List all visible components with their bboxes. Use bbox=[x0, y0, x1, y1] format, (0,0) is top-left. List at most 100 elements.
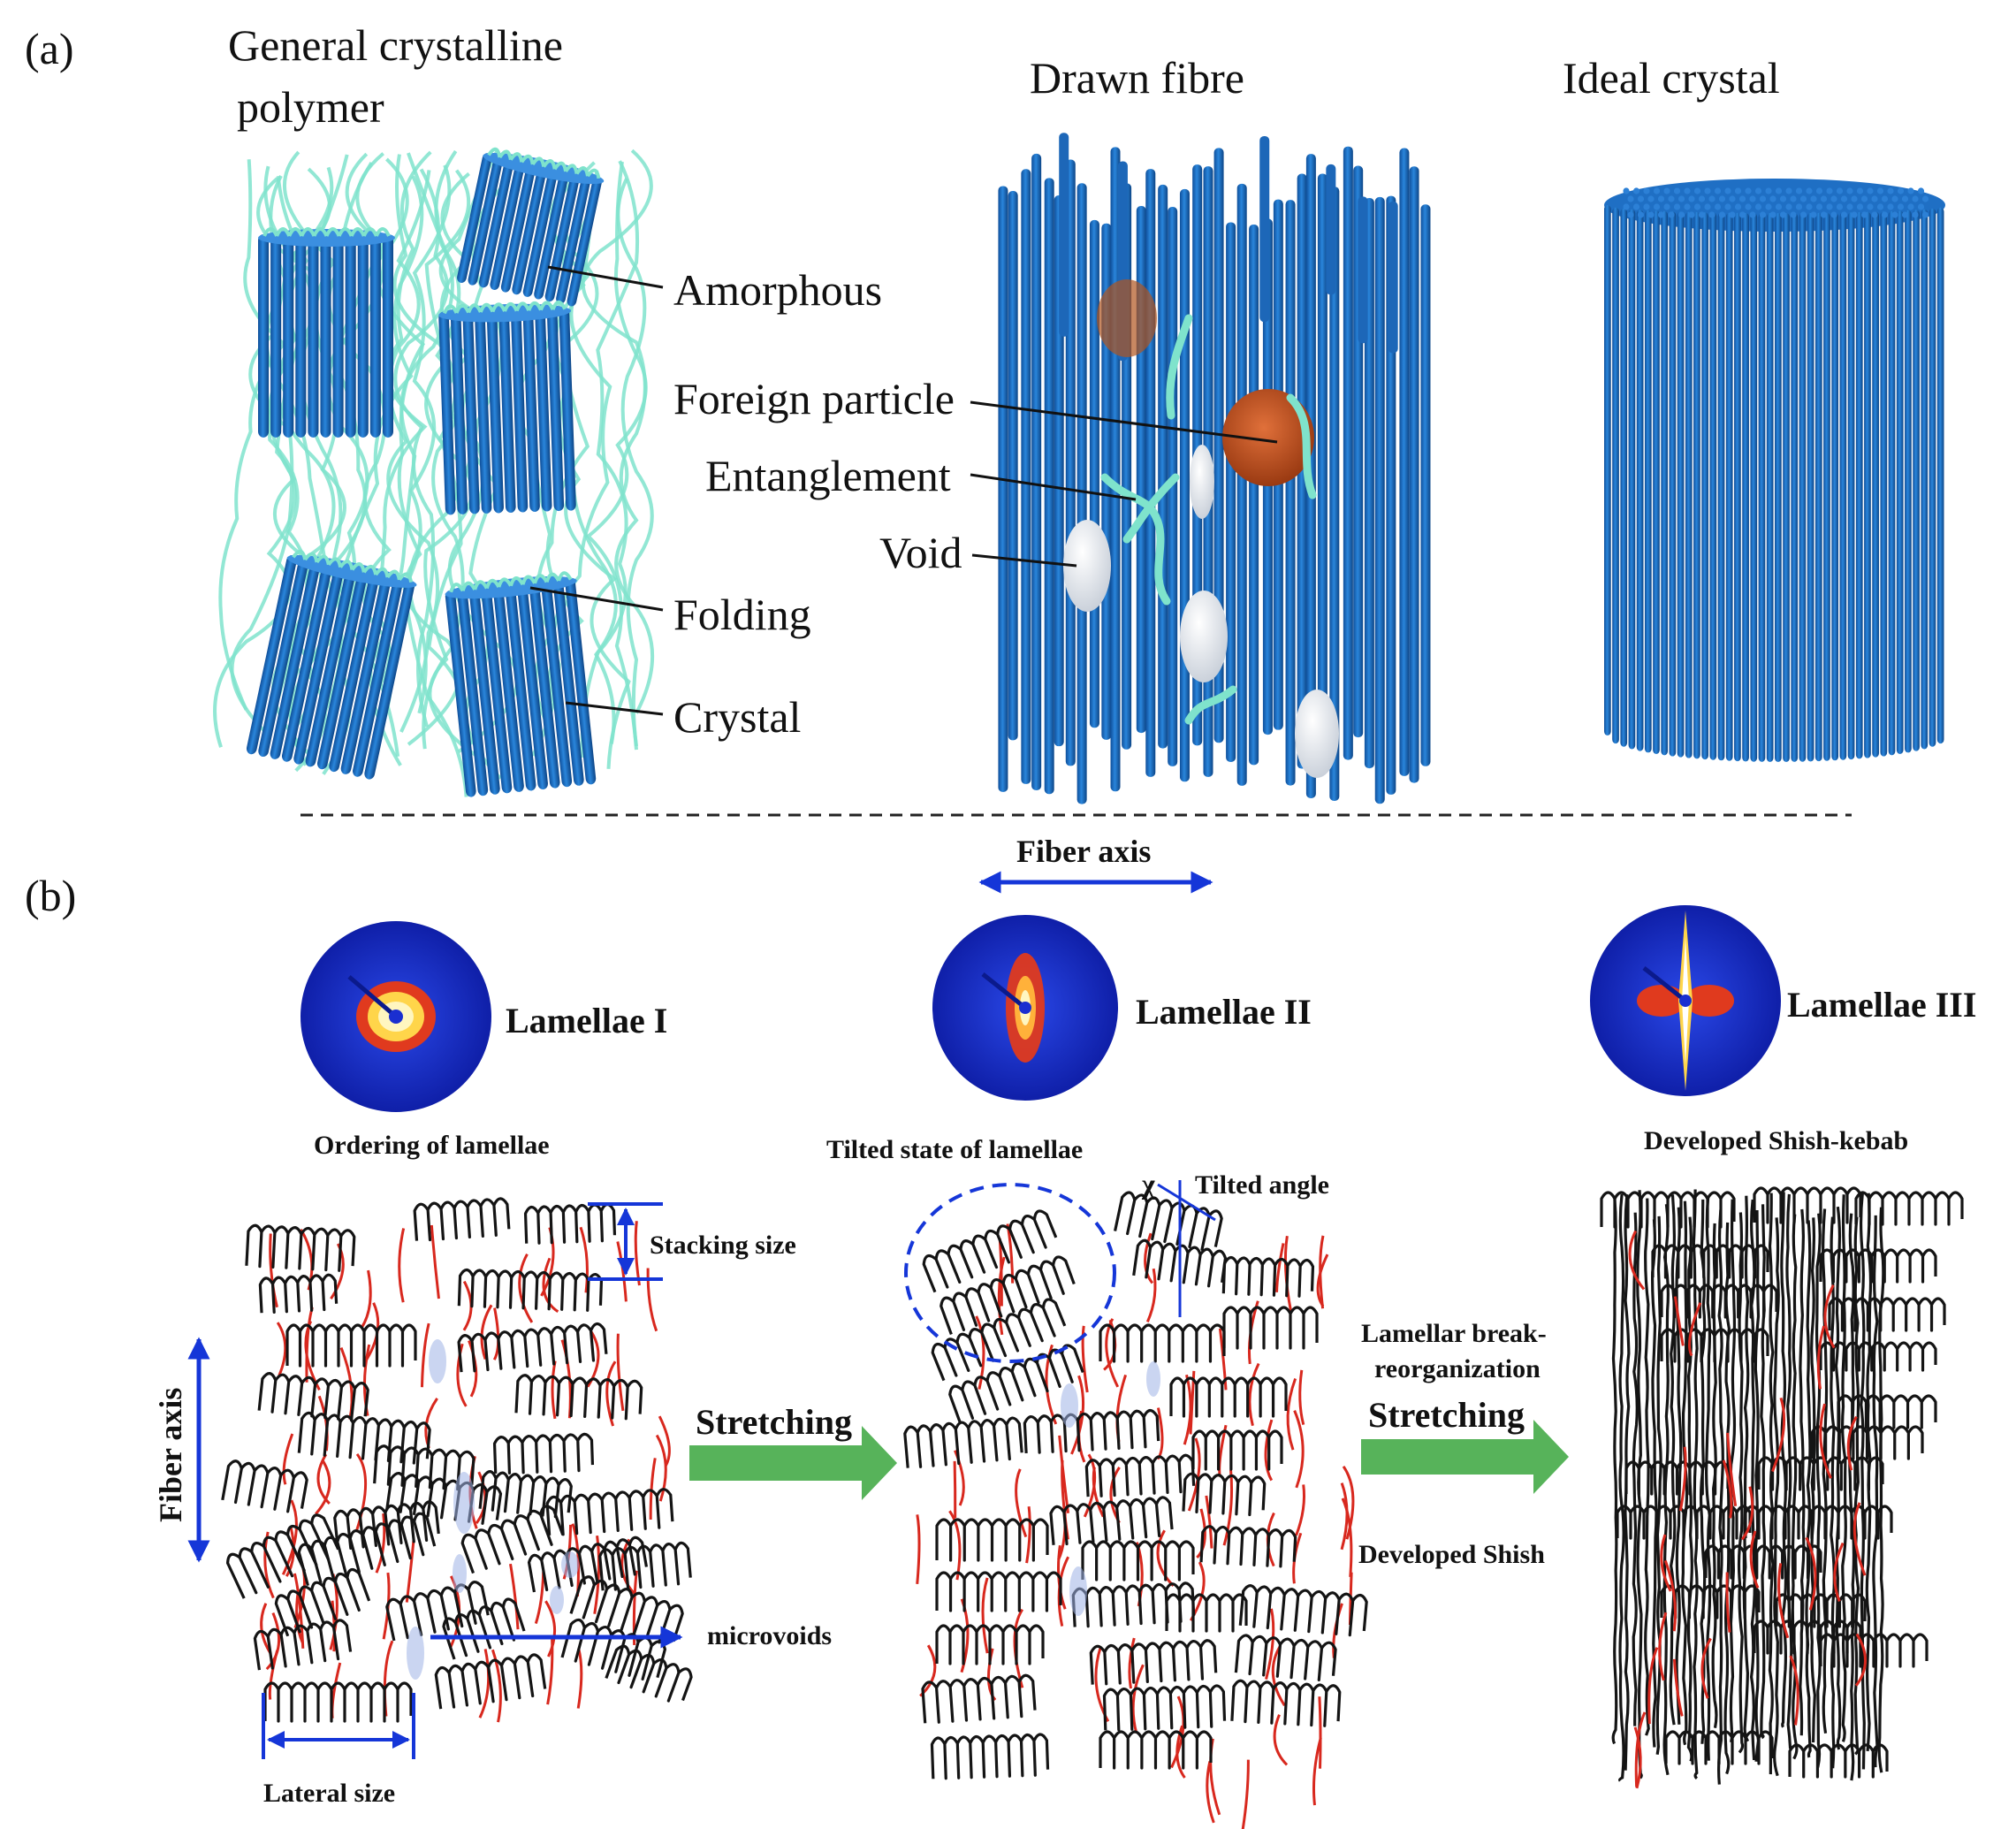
ideal-crystal-chain-end bbox=[1840, 195, 1848, 202]
ideal-crystal-chain-end bbox=[1826, 203, 1833, 210]
tie-chain bbox=[1332, 1603, 1343, 1658]
lamella bbox=[1660, 1584, 1761, 1619]
crystal-chain bbox=[481, 586, 513, 794]
tie-chain bbox=[1319, 1235, 1325, 1309]
ideal-crystal-chain-end bbox=[1688, 211, 1695, 218]
lamella-chain bbox=[514, 1374, 643, 1421]
callout-foreign-particle: Foreign particle bbox=[673, 374, 955, 423]
lamella bbox=[930, 1733, 1050, 1780]
lamella-chain bbox=[1099, 1730, 1213, 1770]
lamella-chain bbox=[1191, 1429, 1283, 1471]
tie-chain bbox=[1634, 1711, 1647, 1787]
ideal-crystal-chain-end bbox=[1820, 211, 1828, 218]
lamella bbox=[285, 1323, 417, 1368]
ideal-crystal-chain bbox=[1864, 211, 1871, 758]
crystal-chain bbox=[438, 311, 456, 515]
lamella bbox=[1089, 1639, 1218, 1686]
lamella bbox=[1230, 1679, 1342, 1727]
lamella bbox=[1788, 1743, 1889, 1779]
tie-chain bbox=[1647, 1647, 1659, 1725]
tie-chain bbox=[620, 1538, 636, 1596]
tie-chain bbox=[1805, 1536, 1817, 1611]
callout-line-entanglement bbox=[970, 473, 1137, 501]
ideal-crystal-chain-end bbox=[1657, 195, 1665, 202]
panel-b: (b) Fiber axis Lamellae I Ordering of la… bbox=[25, 834, 1976, 1829]
ideal-crystal-chain bbox=[1620, 208, 1628, 747]
lamella bbox=[253, 1619, 353, 1671]
ideal-crystal-chain-end bbox=[1729, 211, 1736, 218]
chain-fold bbox=[350, 562, 366, 573]
tie-chain bbox=[1678, 1446, 1687, 1512]
fibre-chain bbox=[1226, 222, 1236, 763]
model-title-drawn-fibre: Drawn fibre bbox=[1030, 53, 1244, 103]
shish-chain bbox=[1859, 1192, 1866, 1770]
ideal-crystal-chain-end bbox=[1708, 195, 1716, 202]
amorphous-chain bbox=[392, 154, 469, 749]
ideal-crystal-chain bbox=[1783, 212, 1790, 762]
ideal-crystal-chain-end bbox=[1684, 187, 1691, 194]
chain-fold bbox=[460, 581, 476, 591]
ideal-crystal-chain-end bbox=[1647, 211, 1655, 218]
lamella bbox=[560, 1618, 667, 1681]
lamella bbox=[1664, 1730, 1774, 1765]
crystal-chain bbox=[511, 309, 529, 513]
panel-a-tag: (a) bbox=[25, 24, 74, 73]
tie-chain bbox=[1189, 1370, 1196, 1435]
ideal-crystal-chain bbox=[1628, 209, 1636, 750]
amorphous-chain-fibre-3 bbox=[1184, 685, 1237, 725]
ideal-crystal-chain-end bbox=[1714, 187, 1722, 194]
crystal-chain bbox=[445, 590, 476, 797]
crystal-chain bbox=[369, 234, 381, 438]
tie-chain bbox=[1144, 1232, 1154, 1284]
crystal-chain bbox=[512, 164, 547, 295]
shish-chain bbox=[1632, 1212, 1639, 1726]
ideal-crystal-chain-end bbox=[1643, 187, 1650, 194]
tie-chain bbox=[1628, 1230, 1646, 1291]
ideal-crystal-chain bbox=[1880, 211, 1888, 757]
ideal-crystal-chain-end bbox=[1673, 187, 1681, 194]
ideal-crystal-chain-end bbox=[1856, 187, 1864, 194]
ideal-crystal-chain-end bbox=[1901, 211, 1909, 218]
lamella bbox=[921, 1673, 1037, 1724]
lamella-chain bbox=[931, 1298, 1067, 1382]
shish-chain bbox=[1692, 1189, 1699, 1780]
ideal-crystal-chain bbox=[1814, 212, 1822, 762]
tie-chain bbox=[1740, 1486, 1754, 1541]
lamella bbox=[297, 1512, 437, 1587]
crystal-chain bbox=[293, 565, 345, 765]
lamella bbox=[1837, 1394, 1937, 1429]
crystal-chain bbox=[258, 234, 270, 438]
ideal-crystal-chain-end bbox=[1765, 187, 1772, 194]
tie-chain bbox=[478, 1649, 491, 1718]
ideal-crystal-chain-end bbox=[1912, 211, 1919, 218]
lateral-size-label: Lateral size bbox=[263, 1779, 395, 1808]
lamella-chain bbox=[1828, 1297, 1946, 1332]
ideal-crystal-chain-end bbox=[1840, 211, 1848, 218]
tie-chain bbox=[1145, 1268, 1157, 1323]
ideal-crystal-chain-end bbox=[1688, 195, 1695, 202]
ideal-crystal-chain bbox=[1905, 210, 1912, 753]
ideal-crystal-chain bbox=[1709, 212, 1717, 760]
callout-entanglement: Entanglement bbox=[705, 451, 951, 500]
lamella-chain bbox=[545, 1488, 674, 1536]
tie-chain bbox=[1013, 1608, 1024, 1688]
ideal-crystal-chain-end bbox=[1867, 203, 1874, 210]
lamella-chain bbox=[1132, 1238, 1228, 1288]
lamella-chain bbox=[274, 1567, 371, 1637]
ideal-crystal-chain-end bbox=[1643, 203, 1650, 210]
lamella-chain bbox=[258, 1273, 339, 1315]
lamella bbox=[274, 1567, 371, 1637]
stretching-arrow-2 bbox=[1361, 1420, 1569, 1494]
ideal-crystal-chain-end bbox=[1851, 195, 1858, 202]
shish-chain bbox=[1785, 1193, 1793, 1749]
lamella-chain bbox=[935, 1624, 1045, 1665]
lamella bbox=[258, 1273, 339, 1315]
tie-chain bbox=[1265, 1608, 1275, 1680]
ideal-crystal-chain-end bbox=[1632, 203, 1640, 210]
lamella bbox=[245, 1223, 356, 1272]
lamella-chain bbox=[373, 1444, 475, 1491]
ideal-crystal-chain-end bbox=[1851, 211, 1858, 218]
ideal-crystal-chain-end bbox=[1754, 187, 1762, 194]
chain-fold bbox=[514, 301, 531, 312]
ideal-crystal-chain-end bbox=[1810, 211, 1817, 218]
